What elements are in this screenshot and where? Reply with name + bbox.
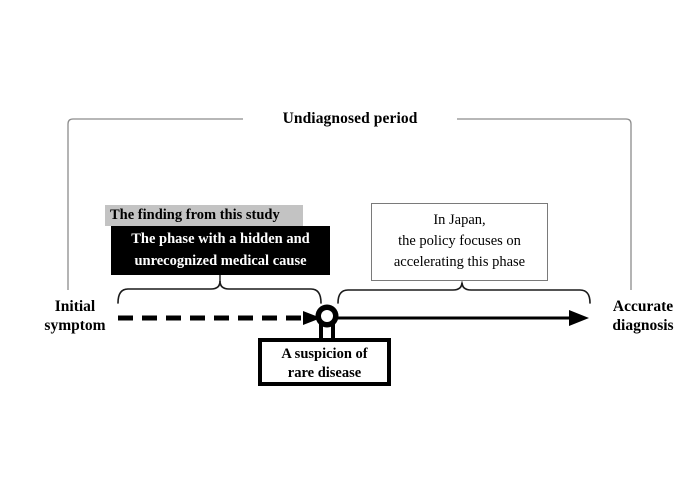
initial-symptom-line1: Initial: [54, 298, 96, 315]
accurate-diagnosis-line2: diagnosis: [612, 316, 674, 334]
japan-policy-callout: In Japan, the policy focuses on accelera…: [371, 203, 548, 281]
initial-symptom-line2: symptom: [44, 316, 106, 334]
solid-arrow-segment: [335, 310, 589, 326]
finding-callout-body: The phase with a hidden and unrecognized…: [111, 226, 330, 275]
milestone-pin-icon: [315, 304, 339, 340]
suspicion-line2: rare disease: [287, 365, 362, 381]
dashed-arrow-segment: [118, 311, 321, 325]
finding-body-line2: unrecognized medical cause: [134, 253, 307, 269]
japan-policy-line1: In Japan,: [433, 212, 486, 228]
finding-callout: The finding from this study The phase wi…: [105, 205, 330, 275]
finding-callout-header: The finding from this study: [105, 205, 303, 226]
callout-connectors: [219, 275, 463, 283]
japan-policy-line3: accelerating this phase: [393, 254, 526, 270]
accurate-diagnosis-line1: Accurate: [612, 298, 674, 315]
finding-body-line1: The phase with a hidden and: [131, 231, 310, 247]
accurate-diagnosis-label: Accurate diagnosis: [586, 298, 700, 335]
undiagnosed-period-label: Undiagnosed period: [282, 110, 418, 127]
suspicion-line1: A suspicion of: [281, 346, 368, 362]
japan-policy-line2: the policy focuses on: [398, 233, 521, 249]
suspicion-milestone-box: A suspicion of rare disease: [258, 338, 391, 386]
outer-bracket: [67, 118, 632, 290]
initial-symptom-label: Initial symptom: [20, 298, 130, 335]
